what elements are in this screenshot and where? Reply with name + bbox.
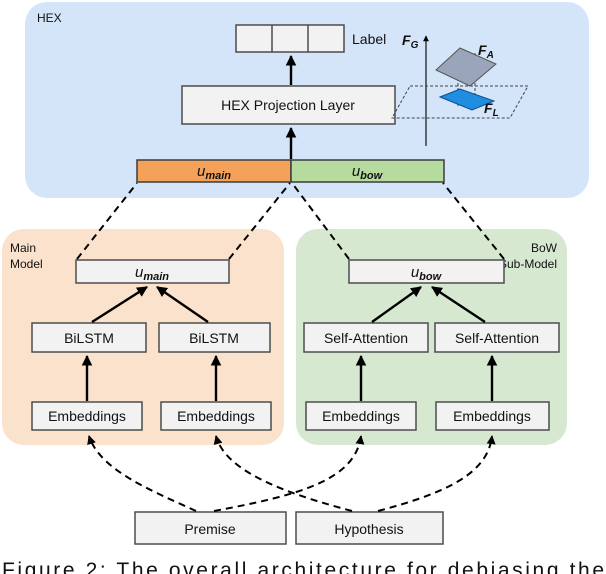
premise-label: Premise: [184, 521, 236, 537]
main-embeddings-left-label: Embeddings: [48, 408, 126, 424]
dash-premise-to-bow-emb-left: [213, 435, 365, 512]
hex-projection-text: HEX Projection Layer: [221, 97, 355, 113]
arrow-attn-left-to-u: [371, 286, 422, 323]
u-bow-vector: [290, 159, 445, 183]
u-bow-vector-label: ubow: [352, 163, 384, 182]
hex-projection-layer: [181, 85, 396, 125]
hex-panel-title: HEX: [37, 11, 62, 25]
premise-box: [134, 511, 287, 545]
dash-hypothesis-to-bow-emb-right: [377, 435, 496, 512]
bilstm-left: [31, 322, 147, 353]
projection-inset: FG FA FL: [391, 32, 529, 146]
bilstm-right: [158, 322, 271, 353]
main-embeddings-right-label: Embeddings: [177, 408, 255, 424]
svg-text:FL: FL: [484, 100, 499, 119]
label-output: [235, 24, 345, 53]
svg-text:FG: FG: [402, 32, 419, 51]
bilstm-right-label: BiLSTM: [189, 330, 239, 346]
main-embeddings-right: [160, 401, 272, 431]
dash-bow-right: [442, 182, 505, 260]
arrow-attn-right-to-u: [431, 285, 486, 324]
main-embeddings-left: [31, 401, 143, 431]
dash-bow-left: [291, 182, 350, 260]
bow-embeddings-left: [305, 401, 417, 431]
self-attention-left-label: Self-Attention: [324, 330, 408, 346]
main-u-box: [75, 259, 230, 284]
self-attention-left: [303, 322, 429, 353]
svg-text:FA: FA: [478, 42, 494, 61]
arrow-bilstm-right-to-u: [156, 286, 209, 323]
self-attention-right-label: Self-Attention: [455, 330, 539, 346]
bow-embeddings-right-label: Embeddings: [453, 408, 531, 424]
dash-premise-to-main-emb-left: [87, 435, 197, 512]
bow-embeddings-right: [435, 401, 550, 431]
bilstm-left-label: BiLSTM: [64, 330, 114, 346]
dash-main-right: [228, 182, 291, 260]
u-main-vector-label: umain: [197, 163, 231, 182]
dash-hypothesis-to-main-emb-right: [213, 435, 353, 512]
label-text: Label: [352, 31, 386, 47]
main-u-label: umain: [135, 264, 169, 283]
plane-fl: [438, 88, 496, 111]
hypothesis-box: [295, 511, 444, 545]
bow-u-label: ubow: [411, 264, 443, 283]
bow-u-box: [348, 259, 505, 284]
figure-caption: Figure 2: The overall architecture for d…: [2, 559, 604, 574]
self-attention-right: [434, 322, 560, 353]
dash-main-left: [76, 182, 138, 260]
arrow-bilstm-left-to-u: [91, 285, 148, 324]
plane-fa: [435, 47, 497, 87]
bow-embeddings-left-label: Embeddings: [322, 408, 400, 424]
hypothesis-label: Hypothesis: [334, 521, 403, 537]
